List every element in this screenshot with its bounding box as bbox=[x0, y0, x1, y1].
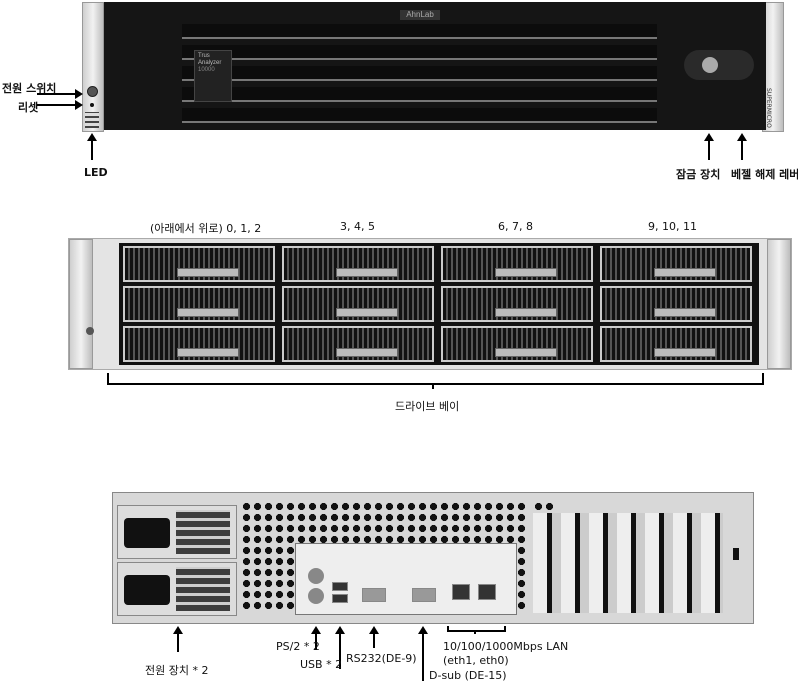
badge-line: Analyzer bbox=[198, 60, 222, 66]
badge-line: 10000 bbox=[198, 67, 215, 73]
brand-plate: AhnLab bbox=[400, 10, 440, 20]
drive-tray[interactable] bbox=[441, 286, 593, 322]
rs232-port bbox=[362, 588, 386, 602]
drive-release-tab[interactable] bbox=[654, 348, 716, 357]
io-panel bbox=[295, 543, 517, 615]
arrow-led bbox=[87, 133, 97, 160]
drive-release-tab[interactable] bbox=[495, 268, 557, 277]
label-bezel-release: 베젤 해제 레버 bbox=[731, 168, 798, 181]
arrow-reset bbox=[37, 100, 83, 110]
drive-release-tab[interactable] bbox=[177, 268, 239, 277]
column-label: 6, 7, 8 bbox=[498, 220, 533, 233]
arrow-bezel-release bbox=[737, 133, 747, 160]
left-handle bbox=[82, 2, 104, 132]
drive-tray[interactable] bbox=[600, 246, 752, 282]
lan-port bbox=[478, 584, 496, 600]
drive-tray[interactable] bbox=[282, 286, 434, 322]
power-supply-2 bbox=[117, 562, 237, 616]
ps2-port bbox=[308, 588, 324, 604]
drive-tray[interactable] bbox=[441, 326, 593, 362]
drive-tray[interactable] bbox=[282, 326, 434, 362]
drive-tray[interactable] bbox=[441, 246, 593, 282]
drive-release-tab[interactable] bbox=[336, 268, 398, 277]
right-handle bbox=[767, 239, 791, 369]
drive-release-tab[interactable] bbox=[177, 348, 239, 357]
bezel: AhnLab Trus Analyzer 10000 bbox=[104, 2, 766, 130]
drive-release-tab[interactable] bbox=[495, 348, 557, 357]
drive-chassis bbox=[68, 238, 792, 370]
lan-port bbox=[452, 584, 470, 600]
lock-icon bbox=[702, 57, 718, 73]
drive-bays bbox=[119, 243, 759, 365]
arrow-psu bbox=[173, 626, 183, 652]
bracket-tick bbox=[474, 630, 476, 634]
label-lan: 10/100/1000Mbps LAN bbox=[443, 640, 569, 653]
drive-release-tab[interactable] bbox=[336, 348, 398, 357]
label-power-switch: 전원 스위치 bbox=[2, 82, 57, 95]
ps2-port bbox=[308, 568, 324, 584]
usb-port bbox=[332, 594, 348, 603]
arrow-power-switch bbox=[37, 89, 83, 99]
arrow-rs232 bbox=[369, 626, 379, 648]
left-handle bbox=[69, 239, 93, 369]
usb-port bbox=[332, 582, 348, 591]
drive-tray[interactable] bbox=[123, 246, 275, 282]
drive-tray[interactable] bbox=[123, 326, 275, 362]
drive-release-tab[interactable] bbox=[495, 308, 557, 317]
drive-release-tab[interactable] bbox=[177, 308, 239, 317]
label-psu: 전원 장치 * 2 bbox=[145, 664, 209, 677]
drive-tray[interactable] bbox=[282, 246, 434, 282]
label-led: LED bbox=[84, 166, 108, 179]
drive-tray[interactable] bbox=[600, 286, 752, 322]
power-supply-1 bbox=[117, 505, 237, 559]
reset-button-icon bbox=[90, 103, 94, 107]
arrow-usb bbox=[335, 626, 345, 669]
dsub-port bbox=[412, 588, 436, 602]
label-usb: USB * 2 bbox=[300, 658, 343, 671]
label-lock: 잠금 장치 bbox=[676, 168, 721, 181]
badge-line: Trus bbox=[198, 53, 210, 59]
label-reset: 리셋 bbox=[18, 101, 39, 114]
drive-release-tab[interactable] bbox=[654, 308, 716, 317]
label-lan-interfaces: (eth1, eth0) bbox=[443, 654, 509, 667]
expansion-slots bbox=[533, 513, 723, 613]
bay-bracket bbox=[107, 373, 764, 385]
lan-bracket bbox=[447, 626, 506, 632]
power-button-icon bbox=[86, 327, 94, 335]
power-button-icon bbox=[87, 86, 98, 97]
product-badge: Trus Analyzer 10000 bbox=[194, 50, 232, 102]
drive-release-tab[interactable] bbox=[336, 308, 398, 317]
label-drive-bay: 드라이브 베이 bbox=[395, 400, 460, 413]
arrow-dsub bbox=[418, 626, 428, 681]
chassis-screw bbox=[733, 548, 739, 560]
label-dsub: D-sub (DE-15) bbox=[429, 669, 507, 681]
column-label: 9, 10, 11 bbox=[648, 220, 697, 233]
led-indicators bbox=[85, 112, 99, 128]
drive-release-tab[interactable] bbox=[654, 268, 716, 277]
front-panel: AhnLab Trus Analyzer 10000 SUPERMICRO bbox=[82, 2, 784, 132]
arrow-ps2 bbox=[311, 626, 321, 650]
bracket-tick bbox=[432, 383, 434, 389]
label-rs232: RS232(DE-9) bbox=[346, 652, 417, 665]
column-label: (아래에서 위로) 0, 1, 2 bbox=[150, 222, 262, 235]
lock-body bbox=[684, 50, 754, 80]
label-ps2: PS/2 * 2 bbox=[276, 640, 320, 653]
arrow-lock bbox=[704, 133, 714, 160]
side-logo: SUPERMICRO bbox=[765, 88, 772, 128]
drive-tray[interactable] bbox=[600, 326, 752, 362]
drive-tray[interactable] bbox=[123, 286, 275, 322]
column-label: 3, 4, 5 bbox=[340, 220, 375, 233]
